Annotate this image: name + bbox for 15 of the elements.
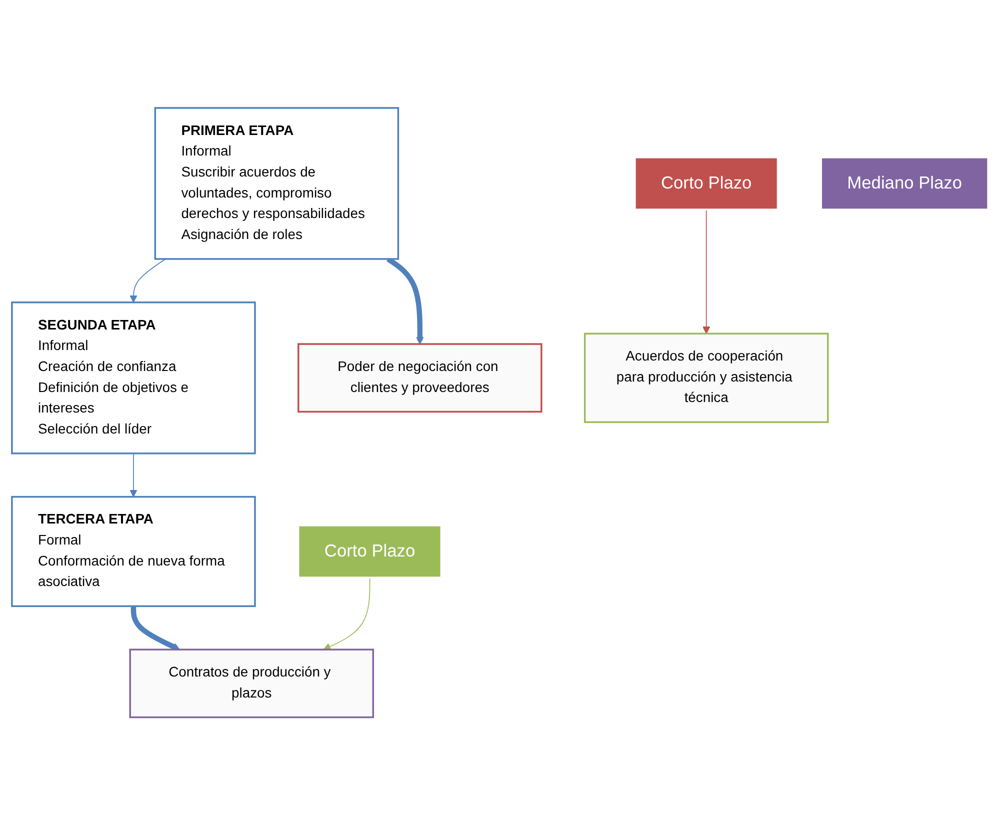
node-box: Poder de negociación con clientes y proveedores <box>298 344 542 413</box>
arrow <box>130 606 180 651</box>
node-box: Contratos de producción y plazos <box>129 649 374 719</box>
node-box: Acuerdos de cooperación para producción y asistencia técnica <box>584 333 829 424</box>
node-box: Mediano Plazo <box>820 156 989 211</box>
arrow <box>130 258 166 304</box>
node-box: SEGUNDA ETAPA Informal Creación de confianza Definición de objetivos e intereses Selección del líder <box>11 302 256 455</box>
node-box: PRIMERA ETAPA Informal Suscribir acuerdos de voluntades, compromiso derechos y responsabilidades Asignación de roles <box>154 107 400 260</box>
node-box: TERCERA ETAPA Formal Conformación de nueva forma asociativa <box>11 496 256 608</box>
arrow <box>386 257 424 345</box>
node-box: Corto Plazo <box>298 524 442 579</box>
node-box: Corto Plazo <box>634 156 779 211</box>
arrow <box>323 577 370 650</box>
arrow <box>130 453 138 498</box>
arrow <box>702 209 710 334</box>
